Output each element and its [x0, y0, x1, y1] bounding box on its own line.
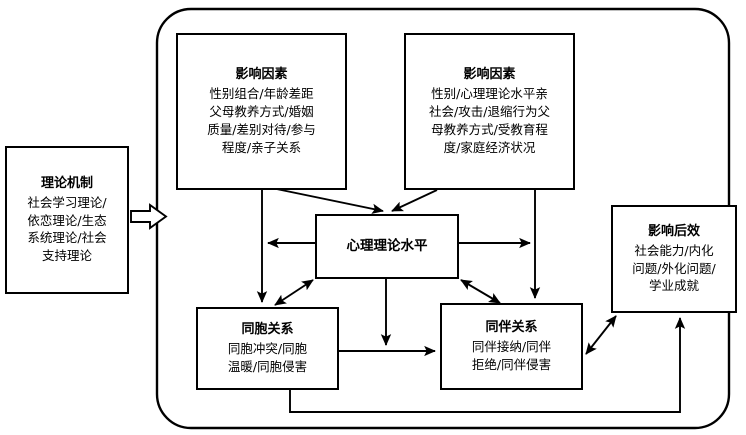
- node-theory-mechanism-title: 理论机制: [40, 176, 93, 192]
- edge-peer-outcome: [585, 315, 617, 355]
- edge-tom-sibling: [274, 279, 314, 306]
- node-theory-of-mind-level[interactable]: 心理理论水平: [315, 214, 459, 279]
- node-influencing-factors-peer-title: 影响因素: [463, 66, 516, 82]
- node-peer-relationship-title: 同伴关系: [485, 320, 538, 336]
- node-outcome-effects-title: 影响后效: [647, 223, 700, 239]
- edge-tom-peer: [460, 279, 501, 304]
- node-influencing-factors-sibling-title: 影响因素: [235, 66, 288, 82]
- node-outcome-effects[interactable]: 影响后效 社会能力/内化 问题/外化问题/ 学业成就: [611, 205, 737, 313]
- node-influencing-factors-peer[interactable]: 影响因素 性别/心理理论水平亲 社会/攻击/退缩行为父 母教养方式/受教育程 度…: [404, 33, 575, 190]
- node-influencing-factors-sibling-body: 性别组合/年龄差距 父母教养方式/婚姻 质量/差别对待/参与 程度/亲子关系: [207, 85, 316, 156]
- node-sibling-relationship-title: 同胞关系: [241, 322, 294, 338]
- node-theory-mechanism[interactable]: 理论机制 社会学习理论/ 依恋理论/生态 系统理论/社会 支持理论: [5, 146, 129, 294]
- node-sibling-relationship-body: 同胞冲突/同胞 温暖/同胞侵害: [227, 341, 308, 374]
- node-influencing-factors-sibling[interactable]: 影响因素 性别组合/年龄差距 父母教养方式/婚姻 质量/差别对待/参与 程度/亲…: [176, 33, 347, 190]
- node-outcome-effects-body: 社会能力/内化 问题/外化问题/ 学业成就: [632, 242, 716, 294]
- edge-factor-right-to-tom: [391, 189, 438, 212]
- node-peer-relationship[interactable]: 同伴关系 同伴接纳/同伴 拒绝/同伴侵害: [440, 303, 583, 390]
- node-peer-relationship-body: 同伴接纳/同伴 拒绝/同伴侵害: [471, 339, 552, 372]
- node-theory-of-mind-level-title: 心理理论水平: [346, 237, 428, 254]
- edge-theory-to-model: [130, 203, 168, 230]
- node-sibling-relationship[interactable]: 同胞关系 同胞冲突/同胞 温暖/同胞侵害: [196, 307, 339, 390]
- node-influencing-factors-peer-body: 性别/心理理论水平亲 社会/攻击/退缩行为父 母教养方式/受教育程 度/家庭经济…: [429, 85, 550, 156]
- node-theory-mechanism-body: 社会学习理论/ 依恋理论/生态 系统理论/社会 支持理论: [27, 194, 107, 264]
